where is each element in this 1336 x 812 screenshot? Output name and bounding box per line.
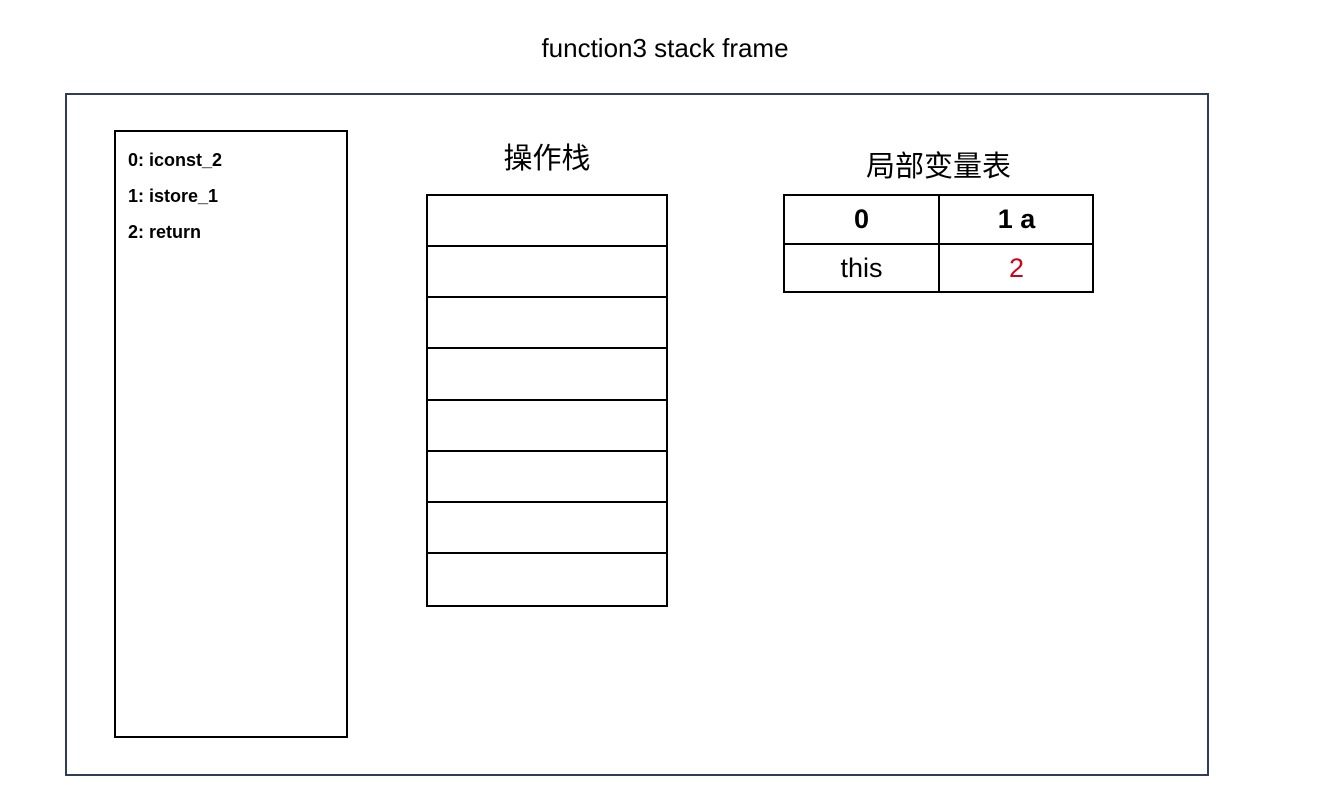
operand-stack-slot bbox=[428, 298, 666, 350]
stack-frame-border bbox=[65, 93, 1209, 776]
table-divider bbox=[785, 243, 1092, 245]
table-header-slot-0: 0 bbox=[853, 204, 870, 234]
table-header-slot-1: 1 a bbox=[997, 204, 1036, 234]
operand-stack-slot bbox=[428, 554, 666, 605]
operand-stack bbox=[426, 194, 668, 607]
operand-stack-slot bbox=[428, 401, 666, 452]
operand-stack-slot bbox=[428, 349, 666, 401]
bytecode-panel: 0: iconst_2 1: istore_1 2: return bbox=[114, 130, 348, 738]
operand-stack-title: 操作栈 bbox=[503, 143, 591, 175]
operand-stack-slot bbox=[428, 247, 666, 299]
local-variable-table-title: 局部变量表 bbox=[865, 151, 1011, 183]
diagram-title: function3 stack frame bbox=[541, 33, 789, 63]
table-value-slot-1: 2 bbox=[1008, 253, 1025, 283]
operand-stack-slot bbox=[428, 503, 666, 554]
local-variable-table: 0 1 a this 2 bbox=[783, 194, 1094, 293]
bytecode-line: 0: iconst_2 bbox=[128, 150, 223, 170]
table-value-slot-0: this bbox=[840, 253, 883, 283]
bytecode-line: 2: return bbox=[128, 222, 202, 242]
operand-stack-slot bbox=[428, 452, 666, 503]
bytecode-line: 1: istore_1 bbox=[128, 186, 219, 206]
operand-stack-slot bbox=[428, 196, 666, 248]
